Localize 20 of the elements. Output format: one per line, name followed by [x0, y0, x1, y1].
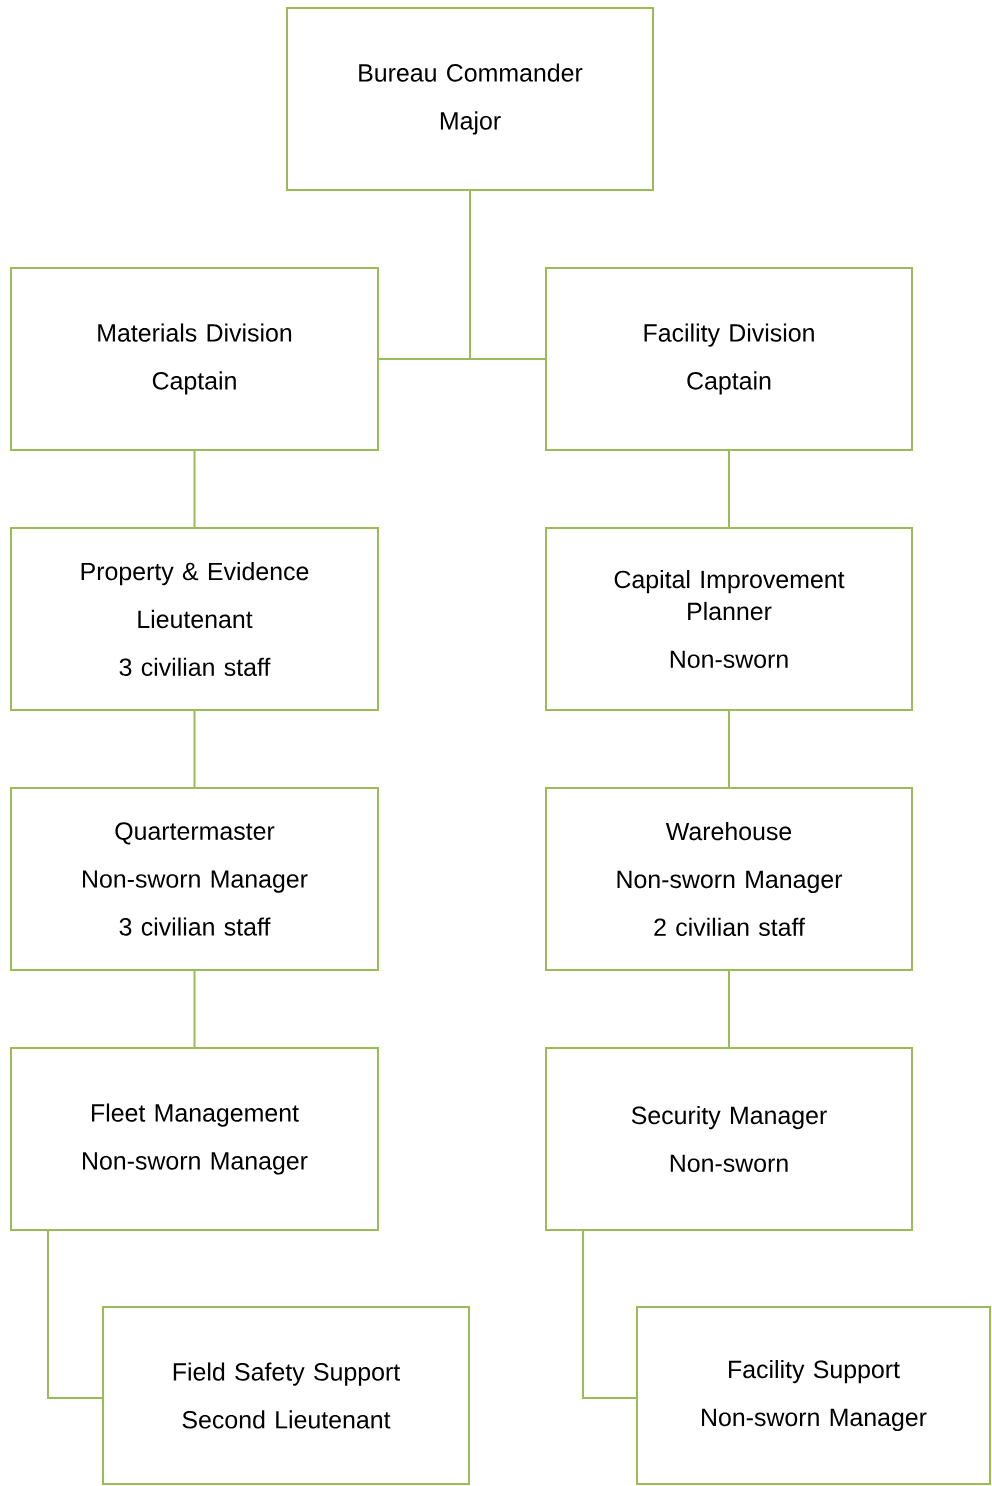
connector-line — [728, 450, 730, 528]
org-box: Fleet Management Non-sworn Manager — [10, 1047, 379, 1231]
org-box: Bureau Commander Major — [286, 7, 654, 191]
connector-line — [582, 1229, 637, 1399]
connector-line — [193, 450, 196, 528]
org-box: Materials Division Captain — [10, 267, 379, 451]
connector-line — [47, 1229, 103, 1399]
connector-line — [728, 710, 730, 788]
connector-line — [469, 190, 546, 360]
org-box: Property & Evidence Lieutenant 3 civilian staff — [10, 527, 379, 711]
org-box: Field Safety Support Second Lieutenant — [102, 1306, 470, 1485]
org-box: Warehouse Non-sworn Manager 2 civilian staff — [545, 787, 913, 971]
org-box: Quartermaster Non-sworn Manager 3 civilian staff — [10, 787, 379, 971]
connector-line — [728, 970, 730, 1048]
connector-line — [193, 970, 196, 1048]
org-box: Facility Support Non-sworn Manager — [636, 1306, 991, 1485]
org-box: Capital Improvement Planner Non-sworn — [545, 527, 913, 711]
org-box: Facility Division Captain — [545, 267, 913, 451]
connector-line — [193, 710, 196, 788]
org-box: Security Manager Non-sworn — [545, 1047, 913, 1231]
